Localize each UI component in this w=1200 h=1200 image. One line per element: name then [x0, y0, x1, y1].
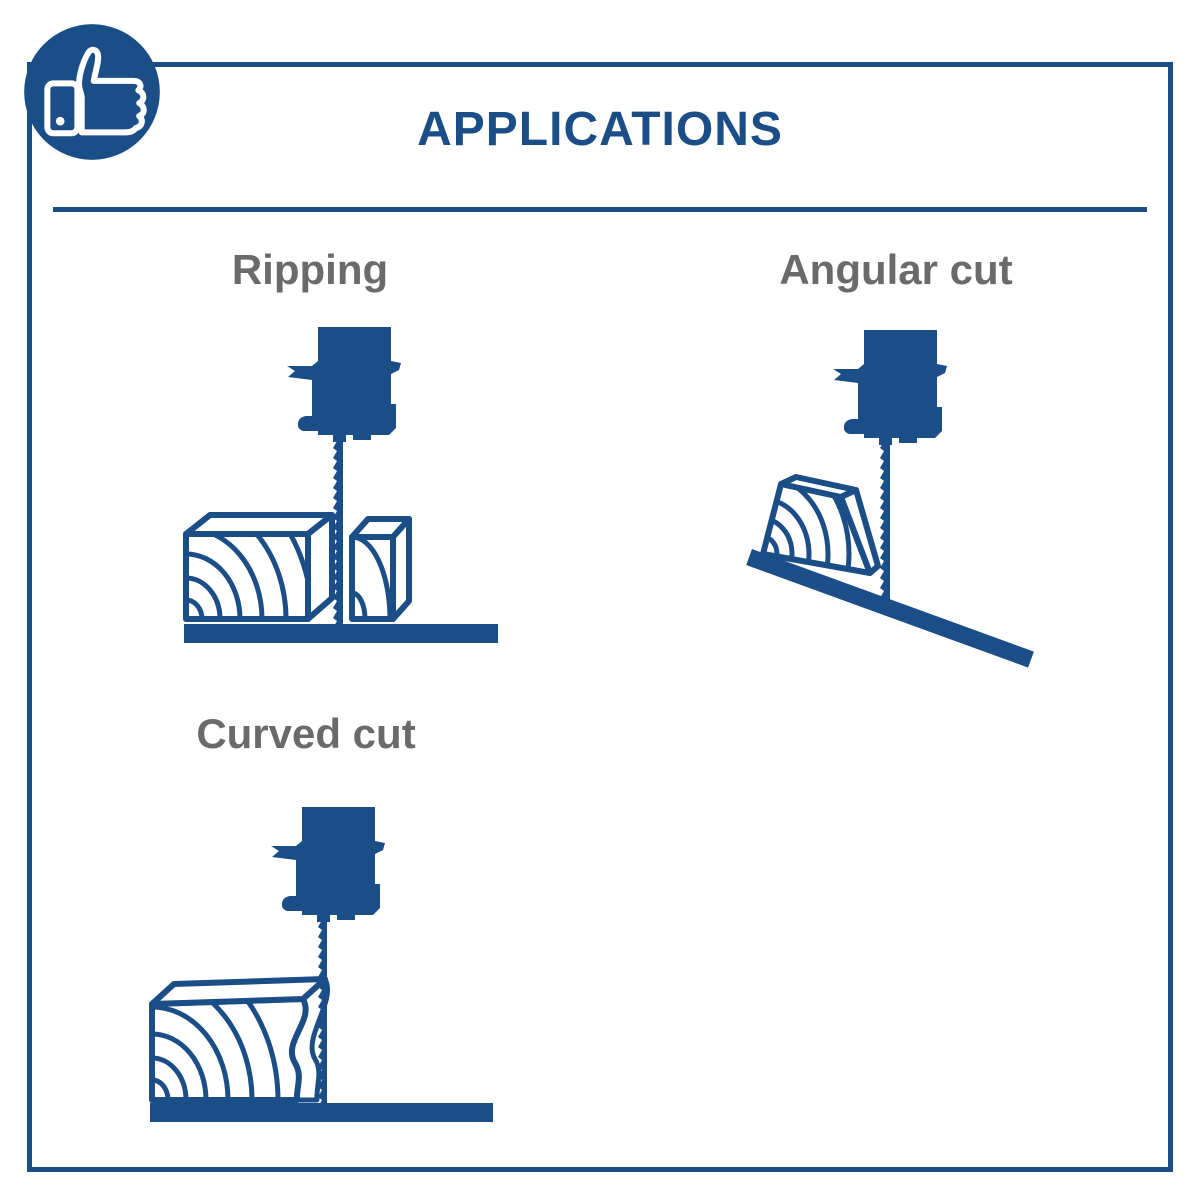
saw-blade — [318, 915, 327, 1110]
page-title: APPLICATIONS — [417, 103, 783, 156]
bandsaw-head — [833, 330, 947, 445]
wood-block-small — [349, 516, 412, 622]
saw-blade — [333, 436, 343, 631]
bandsaw-head — [287, 327, 401, 442]
frame-border — [27, 62, 1173, 1172]
angular-cut-illustration — [746, 330, 1034, 668]
curved-cut-label: Curved cut — [196, 710, 416, 757]
angular-cut-label: Angular cut — [779, 246, 1013, 293]
wood-block-large — [183, 512, 335, 622]
ripping-label: Ripping — [231, 246, 389, 293]
saw-table — [184, 624, 498, 643]
bandsaw-head — [271, 807, 385, 922]
badge — [24, 24, 160, 160]
curved-cut-illustration — [149, 807, 493, 1122]
saw-table — [150, 1103, 493, 1122]
title-divider — [53, 207, 1147, 212]
thumbs-up-icon — [24, 24, 160, 160]
tilted-saw-table — [746, 549, 1034, 668]
ripping-illustration — [183, 327, 498, 643]
saw-blade — [880, 437, 890, 601]
wood-wedge-block — [760, 474, 881, 576]
wood-block-curved — [149, 976, 330, 1103]
